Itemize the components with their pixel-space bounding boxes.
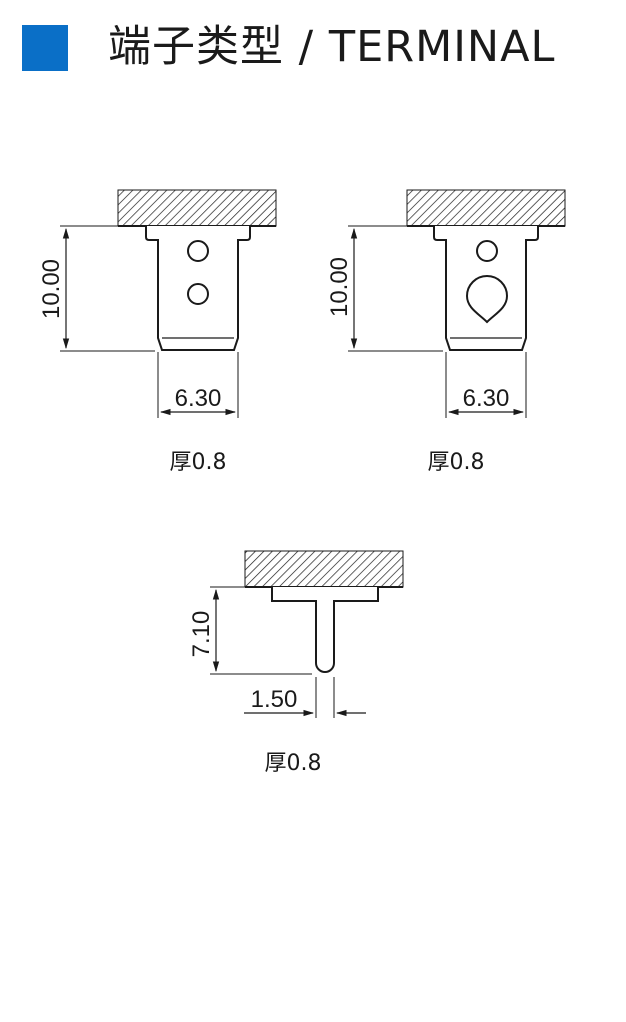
page-title: 端子类型 / TERMINAL [108, 22, 556, 72]
header: 端子类型 / TERMINAL [0, 0, 626, 90]
terminal-3-width-label: 1.50 [251, 686, 298, 713]
terminal-2-drawing: 10.00 6.30 厚0.8 [326, 189, 566, 475]
terminal-1-drawing: 10.00 6.30 厚0.8 [38, 189, 277, 475]
terminal-1-hole-upper [187, 240, 209, 262]
terminal-3-height-label: 7.10 [188, 611, 215, 658]
terminal-1-outline [145, 226, 251, 351]
terminal-2-height-label: 10.00 [326, 257, 353, 317]
terminal-3-thickness-label: 厚0.8 [265, 751, 322, 776]
terminal-2-thickness-label: 厚0.8 [428, 450, 485, 475]
terminal-2-outline [433, 226, 539, 351]
terminal-2-keyhole [465, 275, 509, 324]
terminal-1-height-label: 10.00 [38, 259, 65, 319]
mounting-surface-hatch [117, 189, 277, 227]
mounting-surface-hatch [406, 189, 566, 227]
terminal-1-hole-lower [187, 283, 209, 305]
mounting-surface-hatch [244, 550, 404, 588]
terminal-3-outline [271, 587, 379, 673]
terminal-1-thickness-label: 厚0.8 [170, 450, 227, 475]
terminal-3-drawing: 7.10 1.50 厚0.8 [188, 550, 404, 776]
accent-square-icon [22, 25, 68, 71]
terminal-2-width-label: 6.30 [463, 385, 510, 412]
terminal-2-hole-upper [476, 240, 498, 262]
terminal-1-width-label: 6.30 [175, 385, 222, 412]
